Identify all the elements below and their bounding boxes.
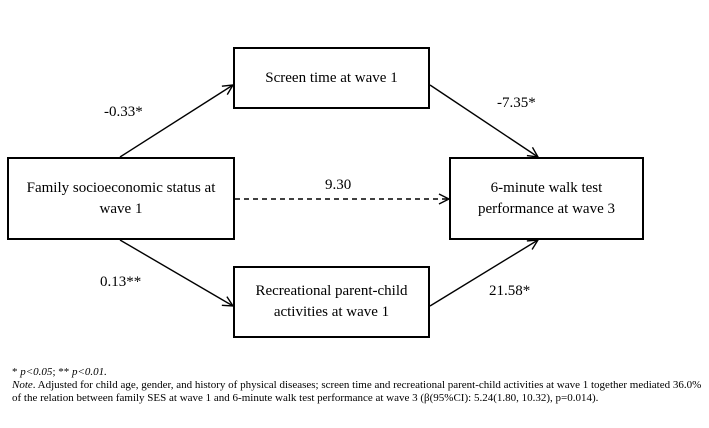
coef-ses-to-recreational: 0.13** [100, 274, 142, 290]
arrow-screen-time-to-walk-test [429, 84, 538, 157]
walk-test-box: 6-minute walk test performance at wave 3 [449, 157, 644, 240]
family-ses-box: Family socioeconomic status at wave 1 [7, 157, 235, 240]
arrow-recreational-to-walk-test [429, 240, 538, 307]
screen-time-label: Screen time at wave 1 [265, 69, 398, 86]
figure-notes: * p<0.05; ** p<0.01. Note. Adjusted for … [12, 366, 704, 405]
arrow-ses-to-screen-time [119, 85, 233, 158]
significance-sep: ; ** [52, 366, 72, 378]
significance-legend: * p<0.05; ** p<0.01. [12, 366, 107, 378]
significance-1: p<0.05 [20, 366, 53, 378]
recreational-label: Recreational parent-child activities at … [255, 283, 408, 320]
arrow-ses-to-recreational [119, 239, 233, 306]
screen-time-box: Screen time at wave 1 [233, 47, 430, 109]
note-text: . Adjusted for child age, gender, and hi… [12, 379, 702, 404]
coef-recreational-to-walk: 21.58* [489, 283, 531, 299]
coef-ses-to-walk-direct: 9.30 [325, 177, 352, 193]
recreational-box: Recreational parent-child activities at … [233, 266, 430, 338]
note-label: Note [12, 379, 33, 391]
family-ses-label: Family socioeconomic status at wave 1 [26, 179, 216, 217]
walk-test-label: 6-minute walk test performance at wave 3 [477, 179, 615, 217]
significance-2: p<0.01. [72, 366, 107, 378]
note-paragraph: Note. Adjusted for child age, gender, an… [12, 379, 704, 405]
coef-screen-to-walk: -7.35* [497, 95, 536, 111]
coef-ses-to-screen: -0.33* [104, 104, 143, 120]
